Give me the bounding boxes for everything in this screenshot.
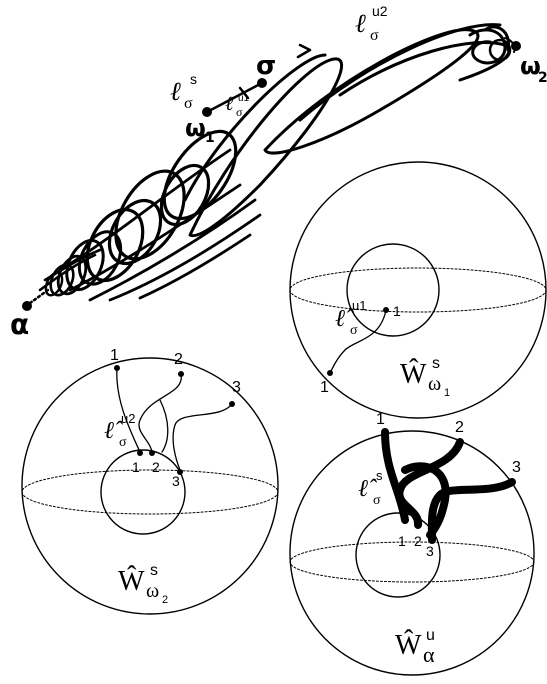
omega1-sphere-title-sub-index: 1 — [444, 387, 450, 399]
omega2-inner-point-1: 1 — [132, 459, 140, 475]
omega1-label: ω — [185, 114, 206, 142]
omega2-point — [511, 41, 521, 51]
alpha-inner-point-3: 3 — [426, 543, 434, 559]
ell-s-label: ℓ — [170, 77, 181, 107]
omega2-inner-point-3: 3 — [172, 473, 180, 489]
omega2-sphere-title-sub-index: 2 — [162, 594, 168, 606]
ell-s-superscript: s — [190, 71, 197, 87]
omega2-inner-point-2: 2 — [152, 459, 160, 475]
ell-s-subscript: σ — [184, 95, 193, 112]
omega2-curve-superscript: u2 — [121, 411, 135, 426]
omega2-outer-point-1: 1 — [110, 347, 119, 364]
ell-u2-subscript: σ — [370, 27, 379, 44]
omega1-curve-subscript: σ — [350, 323, 358, 338]
ell-u1-superscript: u1 — [238, 93, 250, 104]
alpha-label: α — [10, 308, 29, 341]
ell-u1-label: ℓ — [225, 91, 234, 115]
alpha-inner-point-1: 1 — [398, 533, 406, 549]
omega1-sphere-title: Ŵ — [400, 359, 427, 390]
omega2-outer-point-2: 2 — [174, 351, 183, 368]
ell-u2-label: ℓ — [355, 9, 366, 39]
omega1-sphere-title-sup: s — [432, 355, 440, 372]
omega2-sphere-title: Ŵ — [118, 566, 145, 597]
omega2-subscript: 2 — [538, 70, 547, 86]
omega1-subscript: 1 — [205, 130, 215, 146]
alpha-curve-subscript: σ — [373, 493, 381, 508]
ell-u1-subscript: σ — [236, 105, 243, 119]
omega2-curve-subscript: σ — [119, 435, 127, 450]
alpha-inner-point-2: 2 — [414, 533, 422, 549]
omega1-inner-point-label: 1 — [393, 303, 401, 319]
omega2-outer-point-3: 3 — [232, 379, 241, 396]
alpha-outer-point-2: 2 — [455, 419, 464, 436]
alpha-sphere-title-sup: u — [426, 627, 435, 644]
sigma-label: σ — [256, 51, 276, 81]
alpha-curve-superscript: s — [376, 468, 383, 483]
omega2-sphere-title-sub: ω — [146, 580, 159, 602]
ell-u2-superscript: u2 — [372, 3, 388, 19]
omega1-outer-point-label: 1 — [320, 379, 329, 396]
omega1-sphere-title-sub: ω — [428, 373, 441, 395]
alpha-sphere-title: Ŵ — [395, 630, 422, 661]
alpha-outer-point-1: 1 — [376, 411, 385, 428]
omega2-sphere-title-sup: s — [150, 562, 158, 579]
alpha-sphere-title-sub: α — [423, 642, 435, 667]
alpha-outer-point-3: 3 — [512, 459, 521, 476]
omega1-curve-superscript: u1 — [352, 298, 366, 313]
